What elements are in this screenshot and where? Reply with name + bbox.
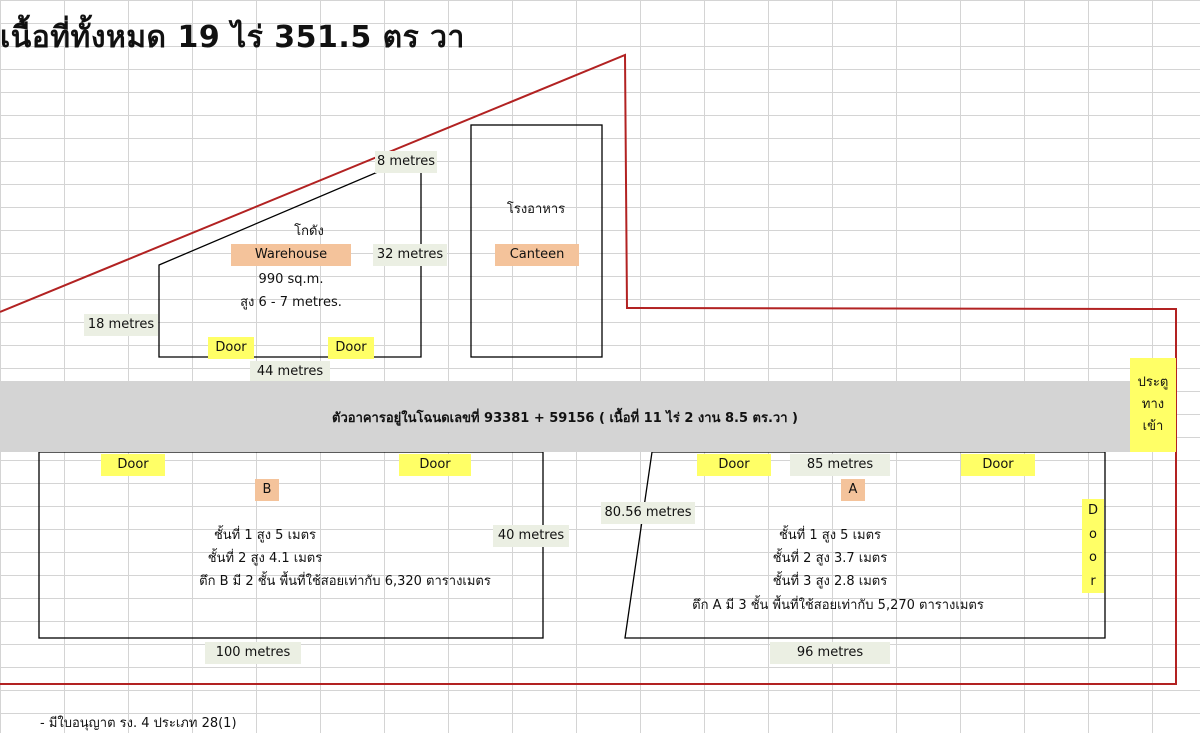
warehouse-dim-bottom: 44 metres: [250, 361, 330, 383]
entrance-line-3: เข้า: [1142, 419, 1164, 434]
building-a-floor-3: ชั้นที่ 3 สูง 2.8 เมตร: [772, 574, 888, 589]
road-strip: [0, 381, 1130, 452]
building-a-dim-bottom: 96 metres: [770, 642, 890, 664]
building-b-summary: ตึก B มี 2 ชั้น พื้นที่ใช้สอยเท่ากับ 6,3…: [199, 574, 491, 589]
warehouse-dim-left: 18 metres: [84, 314, 158, 336]
side-door-letter: o: [1089, 550, 1097, 565]
page-title: เนื้อที่ทั้งหมด 19 ไร่ 351.5 ตร วา: [0, 20, 465, 55]
building-a-floor-1: ชั้นที่ 1 สูง 5 เมตร: [778, 528, 882, 543]
building-a-outline: [624, 451, 1106, 639]
building-a-tag: A: [841, 479, 865, 501]
entrance-line-2: ทาง: [1141, 397, 1165, 412]
building-b-door-2: Door: [399, 454, 471, 476]
side-door-letter: r: [1090, 573, 1096, 589]
building-b-floor-2: ชั้นที่ 2 สูง 4.1 เมตร: [207, 551, 323, 566]
warehouse-dim-right: 32 metres: [373, 244, 447, 266]
warehouse-area: 990 sq.m.: [258, 272, 324, 287]
side-door-letter: D: [1087, 503, 1098, 518]
building-b-dim-bottom: 100 metres: [205, 642, 301, 664]
building-a-door-1: Door: [697, 454, 771, 476]
footnote-license: - มีใบอนุญาต รง. 4 ประเภท 28(1): [40, 716, 237, 731]
road-title-deed-text: ตัวอาคารอยู่ในโฉนดเลขที่ 93381 + 59156 (…: [332, 411, 798, 426]
property-boundary: [0, 53, 1177, 685]
warehouse-thai-name: โกดัง: [294, 224, 324, 239]
building-a-dim-left: 80.56 metres: [601, 502, 695, 524]
building-a-side-door: D o o r: [1082, 499, 1104, 593]
warehouse-door-2: Door: [328, 337, 374, 359]
warehouse-dim-top: 8 metres: [375, 151, 437, 173]
entrance-line-1: ประตู: [1137, 375, 1169, 390]
building-a-summary: ตึก A มี 3 ชั้น พื้นที่ใช้สอยเท่ากับ 5,2…: [692, 598, 984, 613]
building-a-door-2: Door: [961, 454, 1035, 476]
warehouse-door-1: Door: [208, 337, 254, 359]
side-door-letter: o: [1089, 526, 1097, 542]
canteen-outline: [470, 124, 603, 358]
building-b-floor-1: ชั้นที่ 1 สูง 5 เมตร: [213, 528, 317, 543]
canteen-name-tag: Canteen: [495, 244, 579, 266]
canteen-thai-name: โรงอาหาร: [506, 202, 566, 217]
building-b-tag: B: [255, 479, 279, 501]
building-a-floor-2: ชั้นที่ 2 สูง 3.7 เมตร: [772, 551, 888, 566]
warehouse-name-tag: Warehouse: [231, 244, 351, 266]
entrance-gate: ประตู ทาง เข้า: [1130, 358, 1176, 452]
building-b-dim-right: 40 metres: [493, 525, 569, 547]
building-b-door-1: Door: [101, 454, 165, 476]
warehouse-height: สูง 6 - 7 metres.: [240, 295, 342, 310]
building-a-dim-top: 85 metres: [790, 454, 890, 476]
